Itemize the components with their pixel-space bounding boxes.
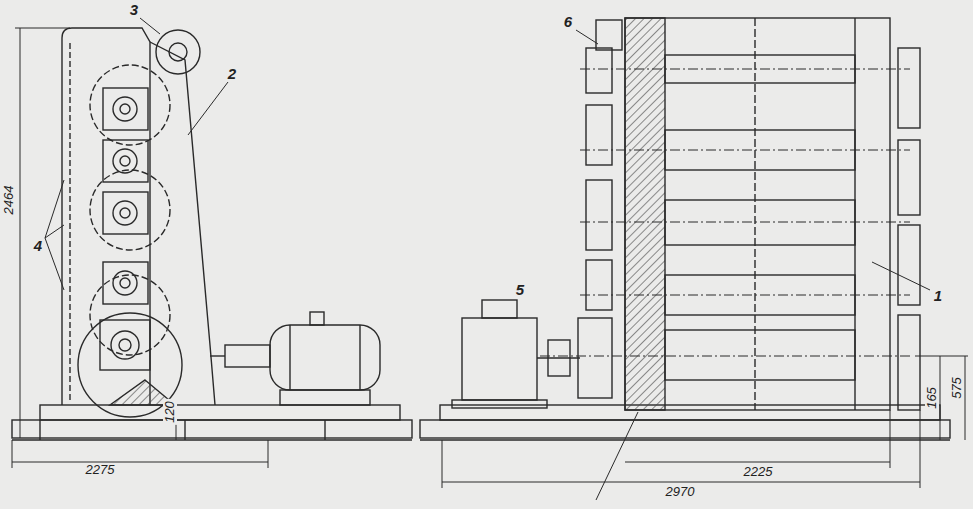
dimension-label: 120: [163, 399, 177, 425]
roll-shafts: [540, 55, 910, 380]
side-view: [12, 18, 412, 468]
callout-number: 1: [932, 289, 944, 303]
callout-number: 6: [562, 15, 574, 29]
callout-number: 4: [32, 239, 44, 253]
callout-number: 5: [514, 283, 526, 297]
callout-number: 2: [226, 67, 238, 81]
dimension-label: 2464: [2, 184, 16, 217]
callout-number: 3: [128, 3, 140, 17]
dimension-label: 2970: [664, 485, 697, 499]
dimension-label: 575: [950, 375, 964, 401]
dimension-label: 2275: [84, 463, 117, 477]
dimension-label: 2225: [742, 465, 775, 479]
front-view: [420, 18, 968, 500]
bearing-blocks: [100, 88, 150, 370]
dimension-label: 165: [925, 385, 939, 411]
